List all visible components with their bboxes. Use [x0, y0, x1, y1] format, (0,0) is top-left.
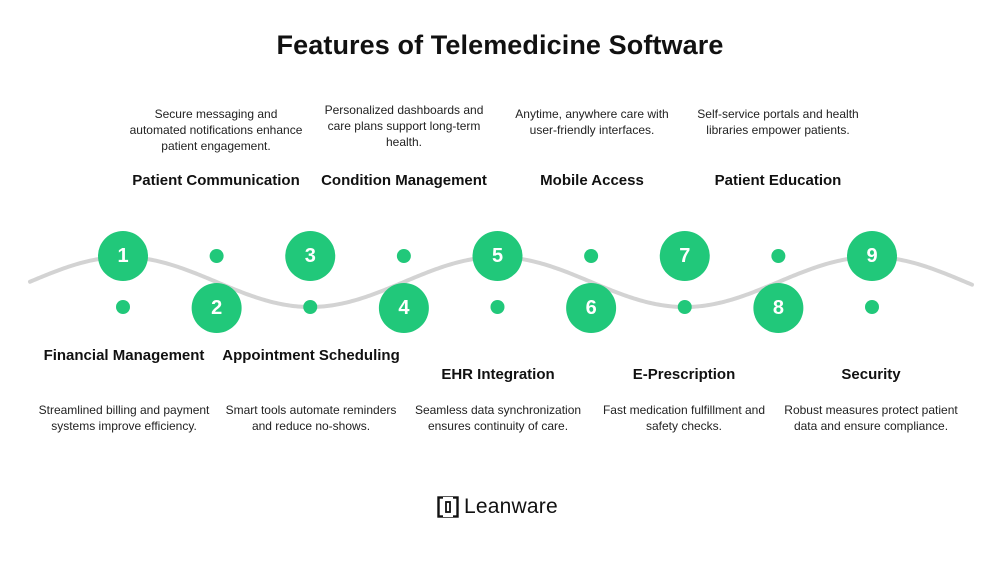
step-2-circle: [191, 283, 242, 333]
wave-dot: [771, 249, 786, 263]
feature-2-description: Secure messaging and automated notificat…: [129, 107, 303, 153]
feature-2-title: Patient Communication: [132, 172, 300, 189]
feature-4-title: Condition Management: [321, 172, 487, 189]
feature-8-description: Self-service portals and health librarie…: [697, 107, 859, 137]
wave-dot: [396, 249, 411, 263]
step-4-circle: [378, 283, 429, 333]
feature-9-title: Security: [841, 366, 901, 383]
wave-dot: [677, 300, 692, 314]
step-5-circle: [472, 231, 523, 281]
feature-7-title: E-Prescription: [632, 366, 736, 383]
step-3-circle: [285, 231, 336, 281]
feature-9-description: Robust measures protect patient data and…: [784, 403, 958, 433]
wave-dot: [303, 300, 318, 314]
step-6-circle: [566, 283, 617, 333]
feature-6-title: Mobile Access: [540, 172, 644, 189]
feature-5-title: EHR Integration: [441, 366, 555, 383]
step-circles: [98, 231, 897, 333]
wave-dot: [490, 300, 505, 314]
step-9-circle: [847, 231, 897, 281]
brand-name: Leanware: [464, 495, 558, 518]
wave-dot: [584, 249, 599, 263]
feature-3-title: Appointment Scheduling: [222, 347, 400, 364]
feature-1-description: Streamlined billing and payment systems …: [38, 403, 210, 433]
feature-8-title: Patient Education: [714, 172, 842, 189]
wave-dot: [209, 249, 224, 263]
step-7-circle: [659, 231, 710, 281]
wave-dot: [865, 300, 879, 314]
page-title: Features of Telemedicine Software: [276, 30, 724, 60]
wave-dot: [116, 300, 130, 314]
feature-3-description: Smart tools automate reminders and reduc…: [225, 403, 397, 433]
step-1-circle: [98, 231, 148, 281]
feature-7-description: Fast medication fulfillment and safety c…: [602, 403, 766, 433]
step-8-circle: [753, 283, 804, 333]
feature-5-description: Seamless data synchronization ensures co…: [414, 403, 582, 433]
feature-4-description: Personalized dashboards and care plans s…: [324, 103, 484, 149]
feature-1-title: Financial Management: [43, 347, 205, 364]
feature-6-description: Anytime, anywhere care with user-friendl…: [515, 107, 669, 137]
wave-dots: [116, 249, 879, 314]
brand: Leanware: [437, 494, 558, 520]
leanware-logo-icon: [437, 496, 459, 518]
